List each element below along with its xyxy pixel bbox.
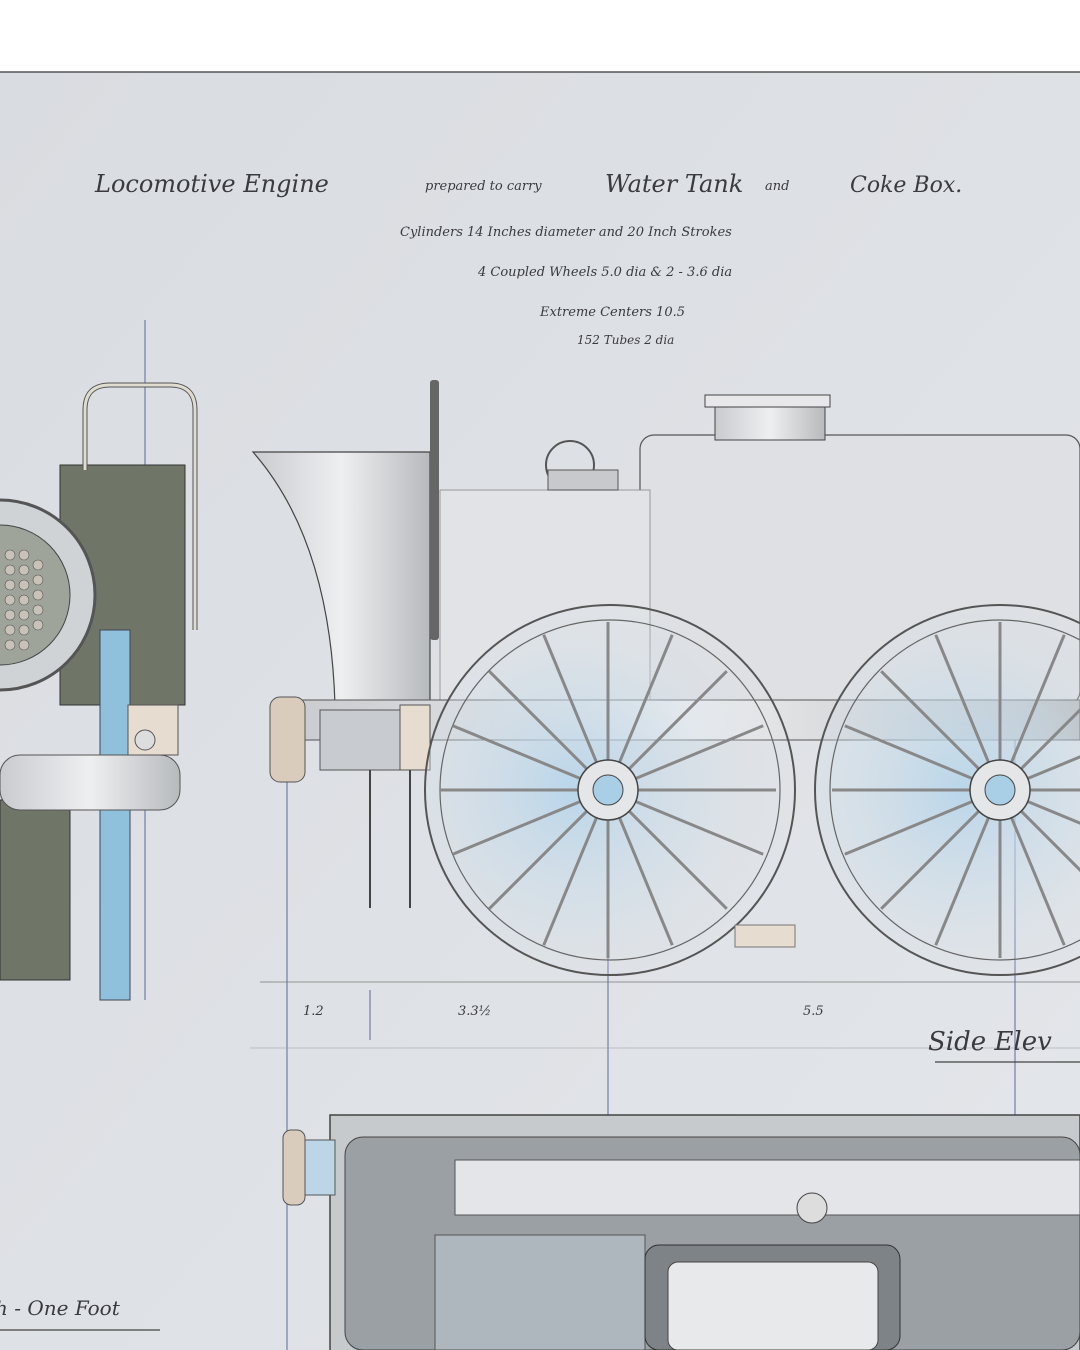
wheel-spoke [452, 800, 581, 856]
title-block: Locomotive Engine prepared to carry Wate… [94, 170, 962, 347]
wheel-spoke [635, 800, 764, 856]
wheel-spoke [542, 634, 598, 763]
end-view [0, 382, 198, 1001]
spec-centers: Extreme Centers 10.5 [539, 305, 685, 320]
spec-cylinders: Cylinders 14 Inches diameter and 20 Inch… [400, 225, 732, 240]
wheel-spoke [844, 800, 973, 856]
wheel-spoke [1020, 707, 1080, 770]
dimension-2: 3.3½ [458, 1004, 491, 1019]
dimension-labels: 1.2 3.3½ 5.5 [303, 1004, 824, 1019]
wheel-spoke [488, 810, 588, 910]
wheel-spoke [1010, 817, 1066, 946]
title-water-tank: Water Tank [605, 170, 743, 198]
wheel-spoke [844, 724, 973, 780]
wheel-spoke [488, 670, 588, 770]
dimension-1: 1.2 [303, 1004, 324, 1019]
wheel-spoke [635, 724, 764, 780]
title-main: Locomotive Engine [94, 170, 329, 198]
spec-tubes: 152 Tubes 2 dia [577, 333, 674, 347]
side-elevation [251, 380, 1080, 976]
wheel-spoke [628, 810, 728, 910]
title-and: and [765, 179, 789, 194]
wheel-spoke [452, 724, 581, 780]
wheel-spoke [1027, 755, 1080, 780]
spec-wheels: 4 Coupled Wheels 5.0 dia & 2 - 3.6 dia [477, 265, 732, 280]
plan-view [282, 1114, 1080, 1350]
wheel-spoke [628, 670, 728, 770]
wheel-spoke [1010, 634, 1066, 763]
wheel-spoke [1020, 810, 1080, 873]
wheel-spoke [618, 634, 674, 763]
wheel-spoke [618, 817, 674, 946]
dimension-3: 5.5 [803, 1004, 824, 1019]
wheel-spoke [542, 817, 598, 946]
title-prep: prepared to carry [425, 179, 542, 194]
view-label-side-elevation: Side Elev [928, 1027, 1052, 1057]
scale-label: h - One Foot [0, 1296, 121, 1320]
wheel-spoke [934, 817, 990, 946]
wheel-spoke [1027, 800, 1080, 825]
wheel-spoke [934, 634, 990, 763]
title-coke-box: Coke Box. [850, 173, 962, 198]
wheel-spoke [880, 670, 980, 770]
wheel-spoke [880, 810, 980, 910]
